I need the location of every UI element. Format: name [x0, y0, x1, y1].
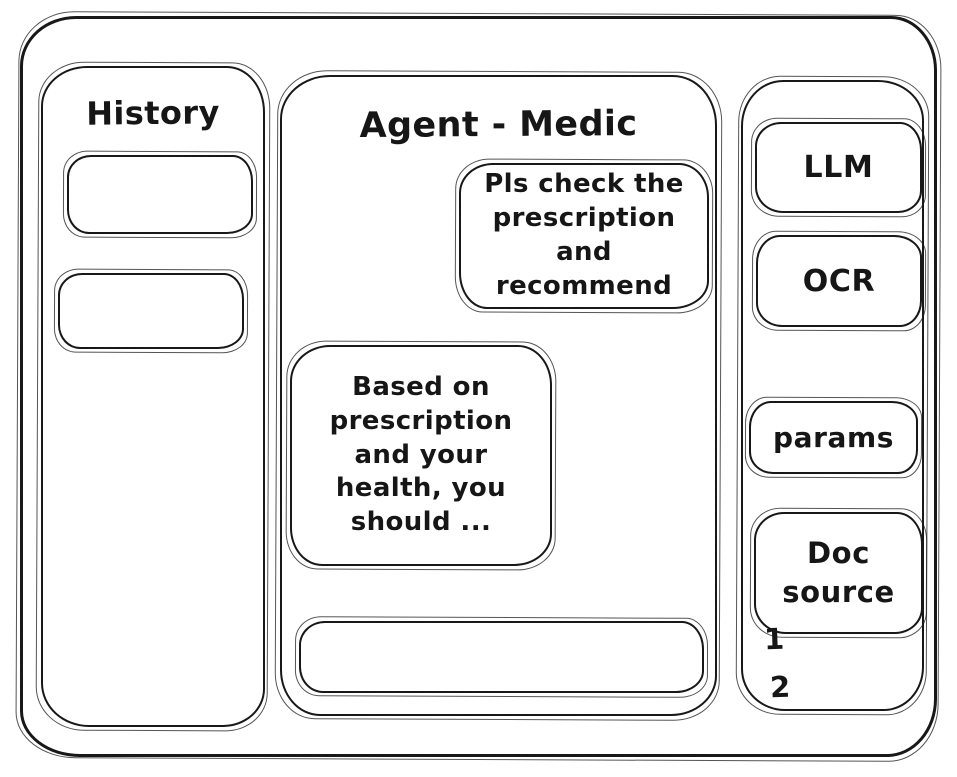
params-button[interactable]: params — [749, 401, 918, 474]
params-button-label: params — [772, 421, 895, 454]
history-sidebar: History — [41, 66, 265, 727]
user-message-text: Pls check the prescription and recommend — [484, 169, 684, 301]
ocr-button[interactable]: OCR — [756, 235, 922, 327]
user-message-bubble: Pls check the prescription and recommend — [459, 163, 709, 309]
assistant-message-bubble: Based on prescription and your health, y… — [290, 345, 552, 566]
llm-button-label: LLM — [803, 150, 874, 185]
assistant-message-text: Based on prescription and your health, y… — [329, 372, 513, 538]
chat-panel: Agent - Medic Pls check the prescription… — [280, 75, 717, 716]
app-window: History Agent - Medic Pls check the pres… — [20, 16, 937, 757]
chat-title: Agent - Medic — [359, 104, 638, 146]
tools-sidebar: LLM OCR params Doc source 1 2 — [741, 80, 924, 711]
doc-source-item: 1 — [763, 621, 786, 657]
doc-source-button[interactable]: Doc source — [754, 512, 923, 634]
llm-button[interactable]: LLM — [755, 122, 922, 213]
chat-input[interactable] — [301, 623, 702, 691]
history-title: History — [86, 93, 220, 133]
ocr-button-label: OCR — [802, 263, 876, 299]
history-item[interactable] — [67, 155, 253, 234]
chat-input-box — [299, 621, 704, 693]
doc-source-item: 2 — [769, 669, 792, 705]
history-item[interactable] — [58, 273, 244, 349]
doc-source-button-label: Doc source — [782, 535, 895, 609]
